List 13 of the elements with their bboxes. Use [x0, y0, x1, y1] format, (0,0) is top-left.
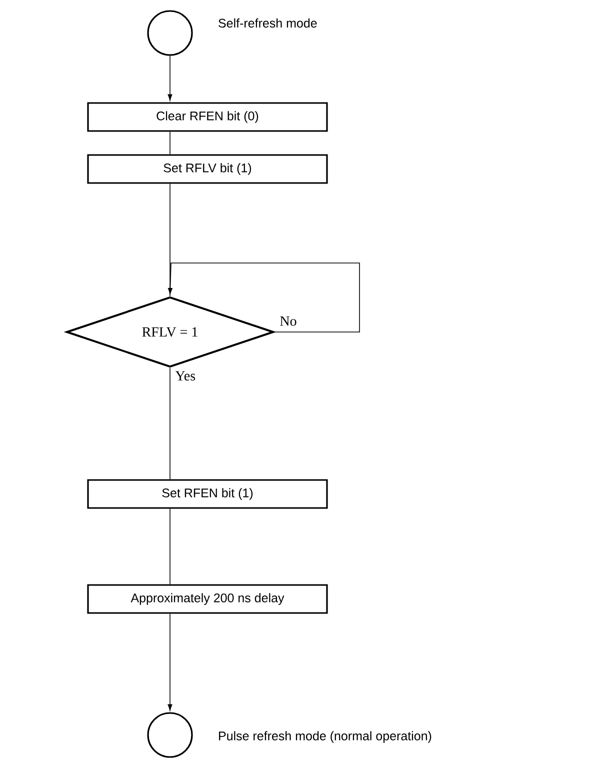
process-box: Clear RFEN bit (0) [87, 102, 328, 132]
node-caption: Pulse refresh mode (normal operation) [219, 731, 432, 743]
process-box: Set RFLV bit (1) [87, 154, 328, 184]
terminal-circle [147, 10, 193, 56]
arrow [168, 262, 360, 332]
terminal-circle [147, 712, 193, 758]
process-box: Set RFEN bit (1) [87, 479, 328, 509]
edge-label: Yes [174, 370, 197, 382]
edge-label: No [278, 316, 298, 327]
node-caption: Self-refresh mode [218, 18, 317, 28]
process-box: Approximately 200 ns delay [87, 584, 328, 614]
arrow [168, 613, 172, 711]
arrow [168, 55, 172, 101]
